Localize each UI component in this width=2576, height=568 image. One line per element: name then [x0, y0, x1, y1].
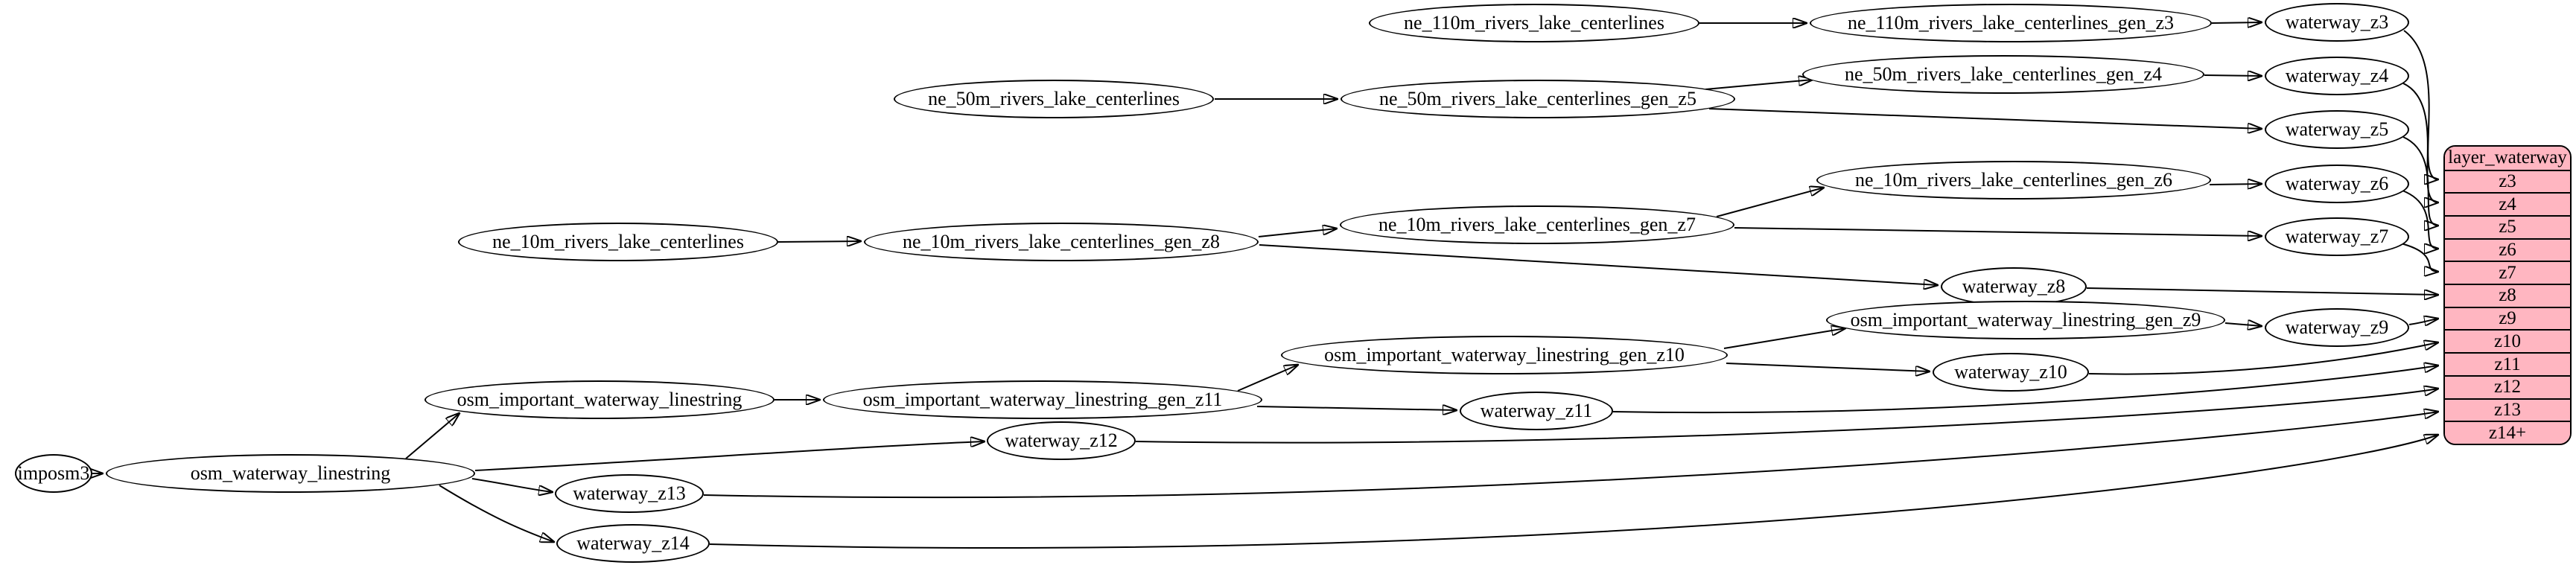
node-ne_10m_rivers_lake_centerlines_gen_z6: ne_10m_rivers_lake_centerlines_gen_z6	[1816, 161, 2211, 200]
edge-gen_z9-to-waterway_z9	[2224, 323, 2262, 326]
node-ne_110m_rivers_lake_centerlines_gen_z3: ne_110m_rivers_lake_centerlines_gen_z3	[1810, 4, 2212, 42]
node-waterway_z12: waterway_z12	[987, 421, 1136, 460]
edge-waterway_z11-to-row-z11	[1612, 366, 2438, 414]
record-title: layer_waterway	[2445, 147, 2570, 170]
edge-gen_z5-to-waterway_z5	[1708, 108, 2262, 129]
edge-gen_z10-to-gen_z9	[1723, 328, 1845, 349]
record-row-z8: z8	[2445, 284, 2570, 307]
record-row-z14plus: z14+	[2445, 421, 2570, 444]
node-ne_50m_rivers_lake_centerlines_gen_z4: ne_50m_rivers_lake_centerlines_gen_z4	[1802, 55, 2204, 94]
record-layer_waterway: layer_waterway z3 z4 z5 z6 z7 z8 z9 z10 …	[2443, 145, 2572, 445]
node-waterway_z3: waterway_z3	[2265, 3, 2409, 42]
node-waterway_z6: waterway_z6	[2265, 165, 2409, 203]
record-row-z4: z4	[2445, 192, 2570, 216]
edge-waterway_z5-to-row-z5	[2402, 136, 2438, 226]
node-waterway_z4: waterway_z4	[2265, 57, 2409, 95]
record-row-z11: z11	[2445, 352, 2570, 375]
record-row-z12: z12	[2445, 374, 2570, 398]
edge-waterway_z4-to-row-z4	[2402, 83, 2438, 202]
record-row-z7: z7	[2445, 261, 2570, 284]
record-row-z3: z3	[2445, 169, 2570, 193]
edge-osm_waterway_linestring-to-waterway_z13	[471, 478, 553, 492]
node-osm_waterway_linestring: osm_waterway_linestring	[106, 454, 475, 493]
node-osm_important_waterway_linestring_gen_z9: osm_important_waterway_linestring_gen_z9	[1826, 301, 2225, 339]
edge-gen_z8-to-gen_z7	[1258, 229, 1337, 237]
node-osm_important_waterway_linestring_gen_z10: osm_important_waterway_linestring_gen_z1…	[1281, 336, 1728, 374]
record-row-z6: z6	[2445, 237, 2570, 261]
record-row-z13: z13	[2445, 398, 2570, 421]
edge-gen_z5-to-gen_z4	[1705, 80, 1813, 90]
record-row-z10: z10	[2445, 329, 2570, 353]
edge-gen_z6-to-waterway_z6	[2209, 184, 2262, 185]
edge-osm_waterway_linestring-to-waterway_z12	[474, 441, 985, 471]
node-ne_110m_rivers_lake_centerlines: ne_110m_rivers_lake_centerlines	[1369, 4, 1699, 42]
edge-gen_z3-to-waterway_z3	[2211, 22, 2262, 23]
edge-osm_waterway_linestring-to-waterway_z14	[439, 485, 554, 542]
edge-waterway_z9-to-row-z9	[2408, 319, 2438, 325]
node-ne_50m_rivers_lake_centerlines: ne_50m_rivers_lake_centerlines	[894, 80, 1214, 118]
node-imposm3: imposm3	[15, 454, 92, 493]
node-waterway_z14: waterway_z14	[556, 524, 710, 563]
node-ne_10m_rivers_lake_centerlines_gen_z7: ne_10m_rivers_lake_centerlines_gen_z7	[1340, 205, 1734, 244]
node-ne_10m_rivers_lake_centerlines: ne_10m_rivers_lake_centerlines	[458, 223, 778, 261]
node-osm_important_waterway_linestring: osm_important_waterway_linestring	[424, 380, 775, 419]
edge-waterway_z8-to-row-z8	[2086, 287, 2438, 295]
node-waterway_z7: waterway_z7	[2265, 217, 2409, 256]
edge-gen_z7-to-gen_z6	[1716, 188, 1824, 217]
node-osm_important_waterway_linestring_gen_z11: osm_important_waterway_linestring_gen_z1…	[823, 380, 1262, 419]
record-row-z9: z9	[2445, 306, 2570, 330]
node-waterway_z9: waterway_z9	[2265, 308, 2409, 347]
node-ne_50m_rivers_lake_centerlines_gen_z5: ne_50m_rivers_lake_centerlines_gen_z5	[1341, 80, 1735, 118]
edge-gen_z10-to-waterway_z10	[1726, 363, 1930, 371]
edge-gen_z11-to-gen_z10	[1237, 365, 1298, 392]
edge-waterway_z12-to-row-z12	[1135, 389, 2438, 444]
node-waterway_z13: waterway_z13	[555, 474, 704, 513]
edge-waterway_z6-to-row-z6	[2402, 190, 2438, 249]
edge-osm_waterway_linestring-to-osm_important_waterway_linestring	[405, 413, 459, 459]
node-waterway_z5: waterway_z5	[2265, 110, 2409, 149]
edge-waterway_z14-to-row-z14	[709, 435, 2438, 549]
edge-gen_z7-to-waterway_z7	[1734, 227, 2262, 236]
edge-waterway_z13-to-row-z13	[703, 412, 2438, 499]
edge-waterway_z3-to-row-z3	[2403, 30, 2438, 179]
node-ne_10m_rivers_lake_centerlines_gen_z8: ne_10m_rivers_lake_centerlines_gen_z8	[864, 223, 1259, 261]
edge-gen_z11-to-waterway_z11	[1256, 406, 1457, 410]
record-row-z5: z5	[2445, 215, 2570, 238]
edge-waterway_z7-to-row-z7	[2400, 243, 2438, 272]
edge-waterway_z10-to-row-z10	[2088, 342, 2438, 375]
node-waterway_z11: waterway_z11	[1460, 392, 1613, 430]
node-waterway_z10: waterway_z10	[1933, 353, 2089, 392]
edge-ne_10m-to-gen_z8	[777, 241, 861, 242]
edge-gen_z8-to-waterway_z8	[1259, 244, 1938, 285]
edge-gen_z4-to-waterway_z4	[2204, 75, 2262, 76]
